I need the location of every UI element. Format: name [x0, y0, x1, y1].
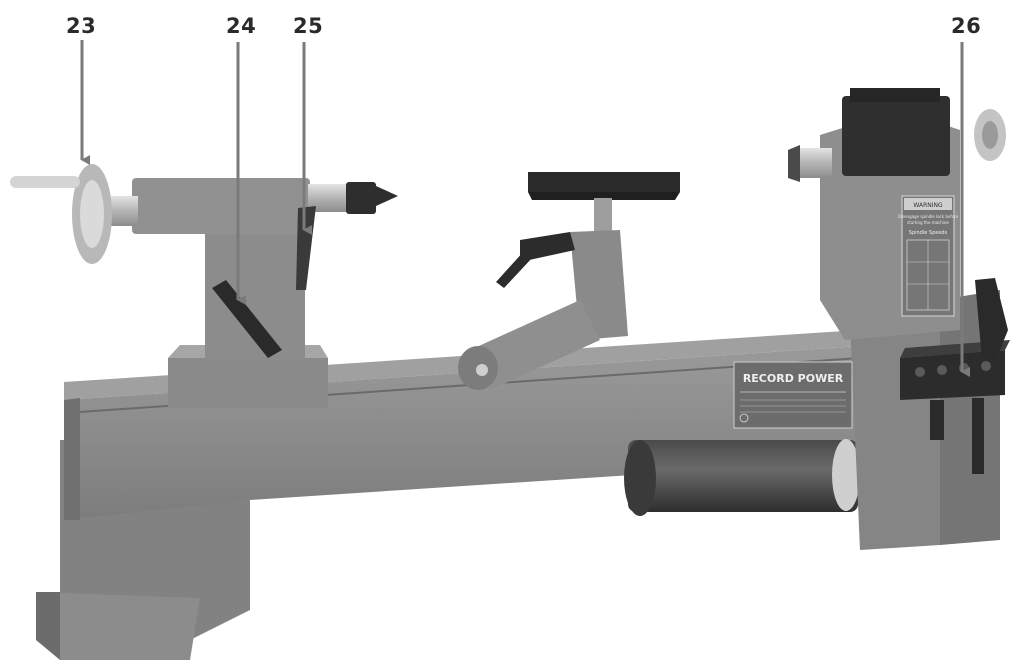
brand-plate: RECORD POWER [733, 361, 853, 429]
warning-label-line1: Disengage spindle lock before [898, 214, 959, 219]
warning-label-subtitle: Spindle Speeds [909, 230, 948, 236]
warning-label-line2: starting the machine [907, 220, 949, 225]
motor [624, 439, 860, 516]
tailstock [10, 164, 398, 408]
callout-26-label: 26 [951, 14, 982, 38]
headstock: WARNING Disengage spindle lock before st… [788, 88, 1006, 340]
callout-arrows [80, 40, 970, 377]
tool-rest [458, 172, 680, 390]
callout-23-label: 23 [66, 14, 97, 38]
warning-label-title: WARNING [913, 202, 943, 209]
brand-plate-text: RECORD POWER [743, 372, 844, 385]
callout-24-label: 24 [226, 14, 257, 38]
tool-holder [900, 278, 1010, 474]
callout-25-label: 25 [293, 14, 324, 38]
